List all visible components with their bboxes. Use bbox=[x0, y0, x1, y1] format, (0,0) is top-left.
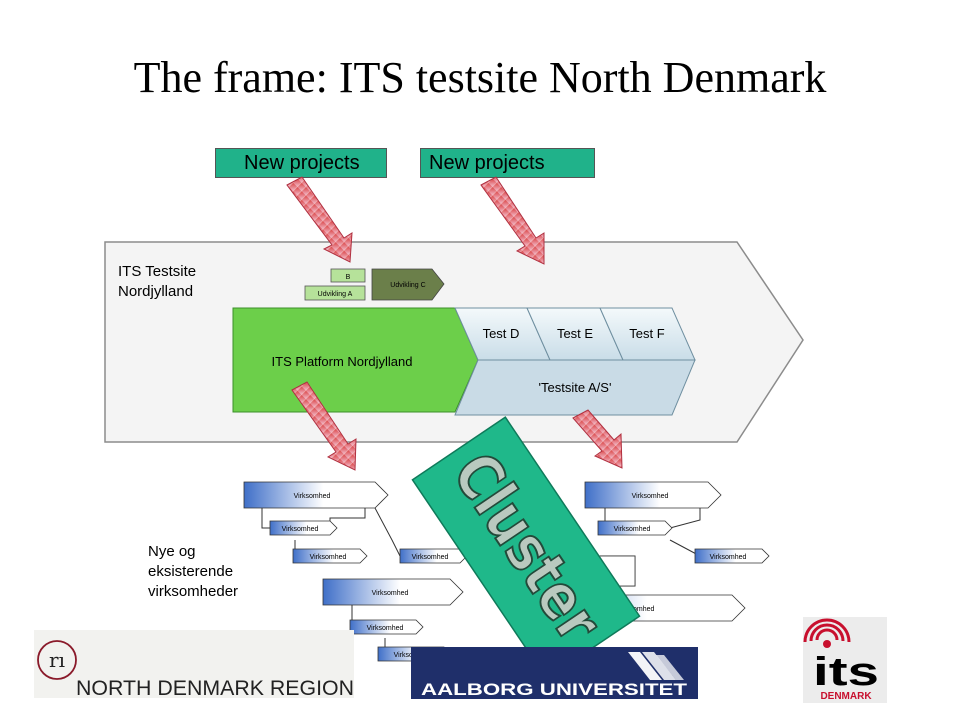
region-mark-text: rı bbox=[49, 648, 65, 672]
signal-waves-icon bbox=[803, 618, 851, 643]
testsite-as-band bbox=[454, 359, 696, 416]
its-denmark-logo: its DENMARK bbox=[803, 617, 887, 703]
new-projects-box-1: New projects bbox=[215, 148, 387, 178]
testsite-label-line2: Nordjylland bbox=[118, 283, 193, 300]
project-box-a-label: Udvikling A bbox=[318, 291, 353, 298]
new-projects-label-2: New projects bbox=[429, 152, 545, 174]
companies-group: Virksomhed Virksomhed Virksomhed Virksom… bbox=[243, 481, 770, 662]
company-label: Virksomhed bbox=[310, 554, 347, 561]
new-projects-arrow-1 bbox=[286, 176, 353, 263]
project-box-c bbox=[371, 268, 445, 301]
region-mark-icon bbox=[37, 640, 77, 680]
university-name: AALBORG UNIVERSITET bbox=[421, 680, 688, 699]
company-label: Virksomhed bbox=[367, 625, 404, 632]
university-wave-icon bbox=[628, 652, 684, 680]
aalborg-university-logo: AALBORG UNIVERSITET bbox=[411, 647, 698, 699]
project-box-c-label: Udvikling C bbox=[390, 282, 425, 289]
companies-group-label-line2: eksisterende bbox=[148, 563, 233, 580]
testsite-as-label: 'Testsite A/S' bbox=[539, 380, 612, 395]
platform-label: ITS Platform Nordjylland bbox=[272, 354, 413, 369]
company-label: Virksomhed bbox=[632, 493, 669, 500]
project-box-b-label: B bbox=[346, 274, 351, 281]
region-name: NORTH DENMARK REGION bbox=[76, 677, 354, 700]
company-label: Virksomhed bbox=[372, 590, 409, 597]
its-logo-subtext: DENMARK bbox=[820, 691, 872, 702]
platform-arrow bbox=[232, 307, 479, 413]
company-box bbox=[584, 481, 722, 509]
company-box bbox=[597, 520, 673, 536]
testsite-to-companies-arrow bbox=[572, 409, 623, 469]
test-d-label: Test D bbox=[483, 326, 520, 341]
testsite-label-line1: ITS Testsite bbox=[118, 263, 196, 280]
test-e-label: Test E bbox=[557, 326, 593, 341]
company-box bbox=[269, 520, 338, 536]
company-label: Virksomhed bbox=[618, 606, 655, 613]
test-f-label: Test F bbox=[629, 326, 664, 341]
companies-group-label-line3: virksomheder bbox=[148, 583, 238, 600]
platform-to-companies-arrow bbox=[291, 381, 357, 471]
company-label: Virksomhed bbox=[710, 554, 747, 561]
company-label: Virksomhed bbox=[294, 493, 331, 500]
company-label: Virksomhed bbox=[282, 526, 319, 533]
new-projects-arrow-2 bbox=[480, 176, 545, 265]
company-box bbox=[399, 548, 468, 564]
project-box-a bbox=[304, 285, 366, 301]
company-label: Virksomhed bbox=[614, 526, 651, 533]
new-projects-box-2: New projects bbox=[420, 148, 595, 178]
its-logo-text: its bbox=[813, 650, 879, 694]
project-box-b bbox=[330, 268, 366, 283]
companies-group-label-line1: Nye og bbox=[148, 543, 196, 560]
company-label: Virksomhed bbox=[412, 554, 449, 561]
company-box bbox=[694, 548, 770, 564]
company-box bbox=[322, 578, 464, 606]
company-box bbox=[292, 548, 368, 564]
slide-title: The frame: ITS testsite North Denmark bbox=[133, 53, 827, 102]
north-denmark-region-logo: rı NORTH DENMARK REGION bbox=[34, 630, 354, 700]
new-projects-label-1: New projects bbox=[244, 152, 360, 174]
company-box bbox=[243, 481, 389, 509]
